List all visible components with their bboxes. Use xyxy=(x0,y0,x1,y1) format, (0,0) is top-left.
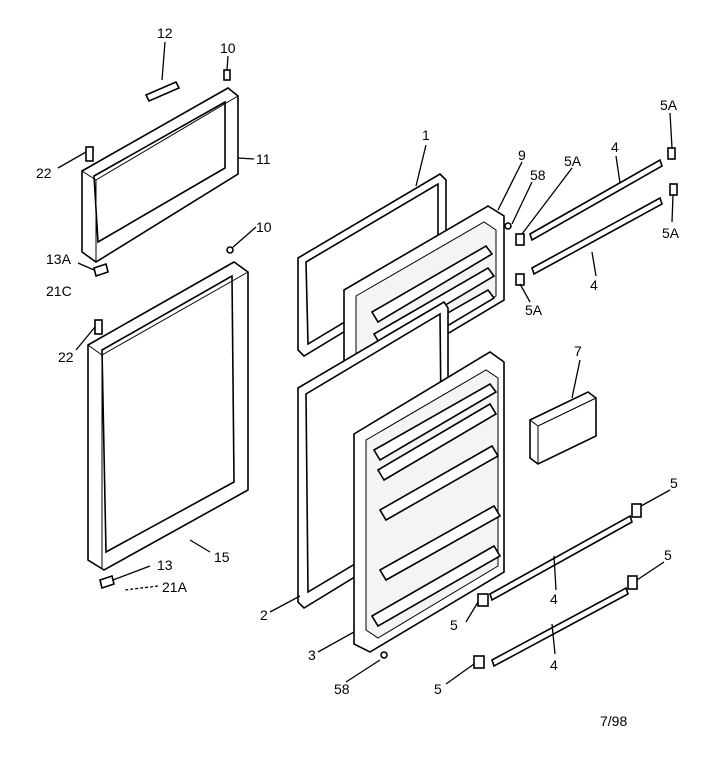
screw-58-lower xyxy=(380,651,388,659)
clip-5a-4 xyxy=(515,273,525,286)
screw-58-upper xyxy=(504,222,512,230)
callout-21a: 21A xyxy=(162,579,188,595)
fresh-food-door-frame xyxy=(87,261,249,571)
date-code: 7/98 xyxy=(600,713,627,729)
plug-22-lower xyxy=(94,319,103,335)
lower-shelf-bar-1 xyxy=(489,514,633,602)
callout-5-1: 5 xyxy=(670,475,678,491)
callout-4-lower-1: 4 xyxy=(550,591,558,607)
hinge-13 xyxy=(99,574,115,590)
callout-12: 12 xyxy=(157,25,173,41)
clip-5a-2 xyxy=(515,233,525,246)
hinge-13a xyxy=(93,262,109,278)
dairy-compartment-door xyxy=(529,391,597,465)
callout-58-upper: 58 xyxy=(530,167,546,183)
callout-1: 1 xyxy=(422,127,430,143)
callout-21c: 21C xyxy=(46,283,72,299)
plug-22-top xyxy=(85,146,94,162)
clip-5-3 xyxy=(627,575,638,590)
callout-5-2: 5 xyxy=(450,617,458,633)
screw-10-top xyxy=(223,69,231,81)
callout-3: 3 xyxy=(308,647,316,663)
callout-11: 11 xyxy=(256,151,271,167)
callout-4-lower-2: 4 xyxy=(550,657,558,673)
clip-5-4 xyxy=(473,655,485,669)
callout-5-3: 5 xyxy=(664,547,672,563)
callout-13a: 13A xyxy=(46,251,72,267)
clip-5a-1 xyxy=(667,147,676,160)
clip-5-1 xyxy=(631,503,642,518)
callout-10-lower: 10 xyxy=(256,219,272,235)
callout-7: 7 xyxy=(574,343,582,359)
callout-4-upper-2: 4 xyxy=(590,277,598,293)
callout-13: 13 xyxy=(157,557,173,573)
callout-2: 2 xyxy=(260,607,268,623)
clip-5-2 xyxy=(477,593,489,607)
callout-5a-left-top: 5A xyxy=(564,153,582,169)
upper-shelf-bar-2 xyxy=(531,196,663,276)
lower-door-liner xyxy=(353,351,505,653)
upper-shelf-bar-1 xyxy=(529,158,663,242)
callout-22-lower: 22 xyxy=(58,349,74,365)
callout-5a-right-lower: 5A xyxy=(662,225,680,241)
callout-labels: 12 10 11 22 13A 21C 10 22 15 13 21A 1 9 … xyxy=(36,25,680,697)
freezer-door-frame xyxy=(81,87,239,263)
callout-5a-left-lower: 5A xyxy=(525,302,543,318)
clip-5a-3 xyxy=(669,183,678,196)
leader-lines xyxy=(57,41,674,685)
callout-4-upper-1: 4 xyxy=(611,139,619,155)
callout-5a-right-top: 5A xyxy=(660,97,678,113)
callout-58-lower: 58 xyxy=(334,681,350,697)
callout-22-top: 22 xyxy=(36,165,52,181)
lower-shelf-bar-2 xyxy=(491,586,629,668)
callout-15: 15 xyxy=(214,549,230,565)
callout-5-4: 5 xyxy=(434,681,442,697)
screw-10-lower xyxy=(226,246,234,254)
callout-10-top: 10 xyxy=(220,40,236,56)
handle-trim-12 xyxy=(144,80,181,103)
callout-9: 9 xyxy=(518,147,526,163)
